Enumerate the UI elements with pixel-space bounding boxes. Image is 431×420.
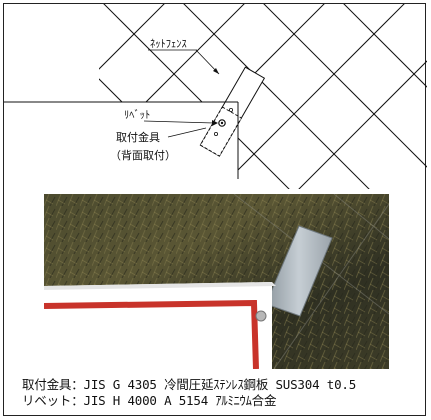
hole-icon (213, 131, 218, 136)
spec-caption: 取付金具：JIS G 4305 冷間圧延ｽﾃﾝﾚｽ鋼板 SUS304 t0.5 … (22, 377, 356, 409)
fitting-sub-label: （背面取付） (110, 148, 176, 162)
spec-line-rivet: リベット：JIS H 4000 A 5154 ｱﾙﾐﾆｳﾑ合金 (22, 393, 277, 408)
mounting-diagram: ﾈｯﾄﾌｪﾝｽ ﾘﾍﾞｯﾄ 取付金具 （背面取付） (4, 4, 427, 189)
photo-rivet (255, 310, 267, 322)
net-fence-label: ﾈｯﾄﾌｪﾝｽ (150, 38, 187, 50)
spec-line-fitting: 取付金具：JIS G 4305 冷間圧延ｽﾃﾝﾚｽ鋼板 SUS304 t0.5 (22, 377, 357, 392)
photo-bracket (265, 225, 333, 317)
figure-frame: ﾈｯﾄﾌｪﾝｽ ﾘﾍﾞｯﾄ 取付金具 （背面取付） (3, 3, 427, 416)
photo-sign-red-border (44, 299, 259, 369)
sign-bracket-photo (44, 194, 389, 369)
sign-plate (4, 102, 238, 189)
rivet-label: ﾘﾍﾞｯﾄ (124, 109, 150, 121)
hole-icon (228, 108, 233, 113)
fitting-label: 取付金具 (116, 130, 160, 144)
